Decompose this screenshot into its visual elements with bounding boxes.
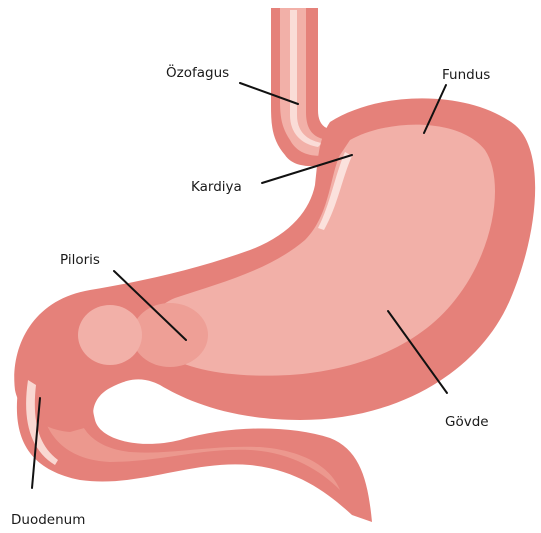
label-ozofagus: Özofagus: [166, 63, 229, 81]
duodenal-bulb: [78, 305, 142, 365]
label-piloris: Piloris: [60, 252, 100, 268]
label-govde: Gövde: [445, 414, 489, 430]
label-kardiya: Kardiya: [191, 179, 242, 195]
label-fundus: Fundus: [442, 67, 490, 83]
label-duodenum: Duodenum: [11, 512, 85, 528]
pylorus-region: [132, 303, 208, 367]
